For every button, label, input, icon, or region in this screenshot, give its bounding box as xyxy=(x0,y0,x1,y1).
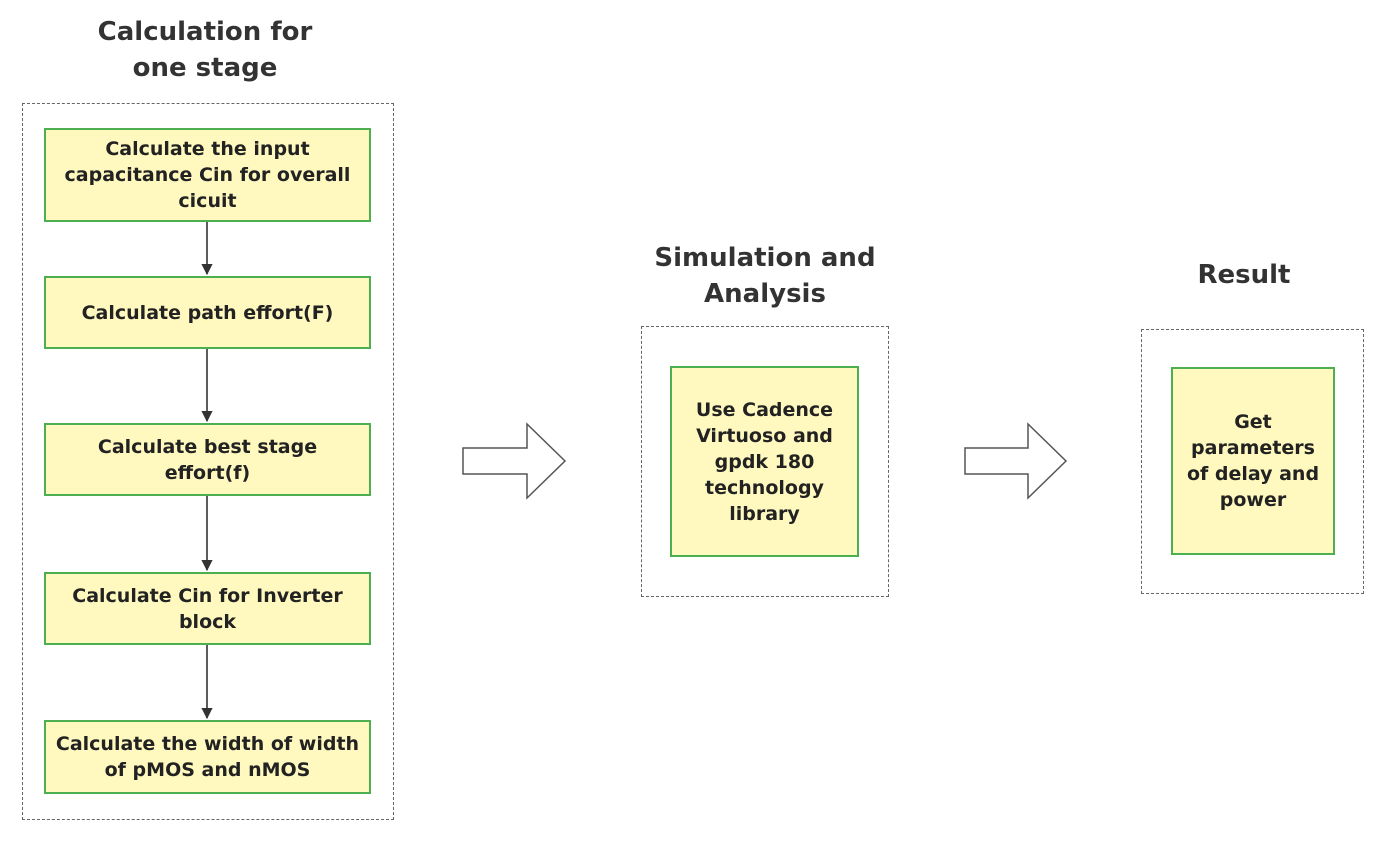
step-simulation: Use Cadence Virtuoso and gpdk 180 techno… xyxy=(670,366,859,557)
step-result: Get parameters of delay and power xyxy=(1171,367,1335,555)
step-label: Calculate the input capacitance Cin for … xyxy=(64,138,351,212)
step-label: Calculate best stage effort(f) xyxy=(97,435,318,484)
simulation-title: Simulation and Analysis xyxy=(654,243,876,309)
step-label: Use Cadence Virtuoso and gpdk 180 techno… xyxy=(695,398,834,525)
step-label: Calculate path effort(F) xyxy=(81,301,334,324)
simulation-group xyxy=(641,326,889,597)
step-calc-path-effort: Calculate path effort(F) xyxy=(44,276,371,349)
step-label: Calculate Cin for Inverter block xyxy=(72,584,343,633)
step-calc-input-capacitance: Calculate the input capacitance Cin for … xyxy=(44,128,371,222)
result-title: Result xyxy=(1197,260,1291,290)
step-calc-stage-effort: Calculate best stage effort(f) xyxy=(44,423,371,496)
result-group xyxy=(1141,329,1364,594)
stage-calc-group xyxy=(22,103,394,820)
step-calc-inverter-cin: Calculate Cin for Inverter block xyxy=(44,572,371,645)
step-calc-mos-width: Calculate the width of width of pMOS and… xyxy=(44,720,371,794)
step-label: Get parameters of delay and power xyxy=(1186,411,1320,511)
step-label: Calculate the width of width of pMOS and… xyxy=(55,733,360,781)
block-arrow-simulation-to-result xyxy=(964,422,1068,500)
block-arrow-calc-to-simulation xyxy=(462,422,567,500)
stage-calc-title: Calculation for one stage xyxy=(97,17,313,83)
